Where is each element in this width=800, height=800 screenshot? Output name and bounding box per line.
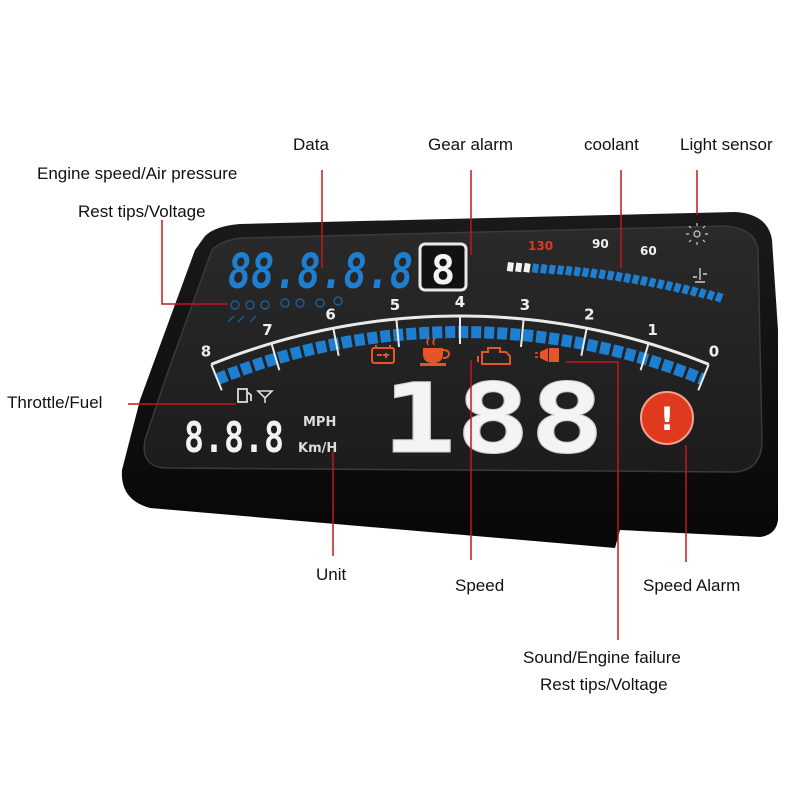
rpm-tick-label: 7 — [262, 321, 272, 339]
coolant-segment — [706, 290, 716, 301]
coolant-segment — [631, 274, 640, 285]
coolant-segment — [581, 267, 590, 278]
callout-unit: Unit — [316, 565, 347, 584]
sun-icon — [686, 223, 708, 245]
coolant-segment — [648, 277, 657, 288]
callout-rest-tips-bottom: Rest tips/Voltage — [540, 675, 668, 694]
rpm-tick — [395, 318, 401, 348]
coolant-scale-60: 60 — [640, 244, 657, 258]
rpm-tick-label: 1 — [647, 321, 657, 339]
coolant-segment — [598, 269, 607, 280]
callout-light-sensor: Light sensor — [680, 135, 773, 154]
rpm-tick — [270, 343, 281, 371]
coolant-segment — [639, 275, 649, 287]
callout-speed-alarm: Speed Alarm — [643, 576, 741, 595]
coolant-segment — [681, 284, 691, 295]
coolant-scale-130: 130 — [528, 239, 553, 253]
coolant-segment — [697, 288, 707, 299]
callout-speed: Speed — [455, 576, 505, 595]
callout-rest-tips-top: Rest tips/Voltage — [78, 202, 206, 221]
engine-icon — [477, 347, 511, 365]
throttle-icon — [256, 390, 274, 403]
speed-alarm-symbol: ! — [660, 400, 675, 438]
coolant-segment — [614, 271, 623, 282]
gear-alarm-box — [418, 242, 468, 292]
hud-screen — [143, 225, 763, 473]
rpm-tick-label: 4 — [455, 293, 465, 311]
callout-engine-speed: Engine speed/Air pressure — [37, 164, 238, 183]
coolant-segment — [623, 272, 632, 284]
coolant-segment — [556, 265, 565, 276]
rpm-tick-label: 0 — [709, 342, 719, 360]
callout-throttle-fuel: Throttle/Fuel — [7, 393, 103, 412]
rpm-tick — [580, 328, 588, 356]
rpm-tick — [519, 318, 525, 348]
coolant-segment — [689, 286, 699, 297]
coolant-segment — [506, 262, 514, 272]
callout-data: Data — [293, 135, 329, 154]
coolant-segment — [656, 278, 665, 290]
speed-readout: 188 — [382, 363, 604, 475]
coolant-segment — [548, 264, 556, 275]
coolant-bar — [506, 262, 724, 303]
rest-tips-indicators — [227, 296, 343, 323]
coolant-segment — [714, 292, 724, 303]
coolant-segment — [531, 263, 540, 274]
rpm-tick-label: 3 — [520, 296, 530, 314]
coolant-segment — [589, 268, 598, 279]
rpm-tick-label: 5 — [390, 296, 400, 314]
fuel-pump-icon — [237, 388, 252, 403]
coolant-segment — [673, 282, 682, 293]
unit-kmh: Km/H — [298, 441, 337, 456]
coolant-segment — [573, 266, 582, 277]
callout-coolant: coolant — [584, 135, 639, 154]
rpm-tick-label: 8 — [201, 342, 211, 360]
coolant-segment — [523, 262, 531, 273]
rpm-tick-label: 2 — [584, 305, 594, 323]
rpm-tick-label: 6 — [325, 305, 335, 323]
rpm-tick — [210, 363, 223, 391]
coolant-segment — [515, 262, 523, 273]
coolant-segment — [564, 265, 573, 276]
rpm-tick — [332, 328, 340, 356]
callout-sound-engine-failure: Sound/Engine failure — [523, 648, 681, 667]
coolant-scale-90: 90 — [592, 237, 609, 251]
rpm-arc: 8 7 6 5 4 3 2 1 0 — [201, 293, 719, 391]
thermometer-icon — [693, 268, 707, 283]
coolant-segment — [540, 263, 548, 274]
small-readout: 8.8.8 — [184, 413, 284, 462]
coolant-segment — [664, 280, 674, 292]
speed-alarm-indicator — [640, 391, 694, 445]
battery-icon — [371, 345, 395, 364]
coffee-cup-icon — [420, 337, 451, 366]
unit-mph: MPH — [303, 415, 336, 430]
gear-digit: 8 — [431, 248, 455, 294]
horn-icon — [535, 348, 559, 362]
data-readout: 88.8.8.8 — [228, 244, 413, 300]
rpm-tick — [697, 363, 710, 391]
coolant-segment — [606, 270, 615, 281]
rpm-tick — [639, 343, 650, 371]
callout-lines — [128, 170, 698, 640]
callout-gear-alarm: Gear alarm — [428, 135, 514, 154]
